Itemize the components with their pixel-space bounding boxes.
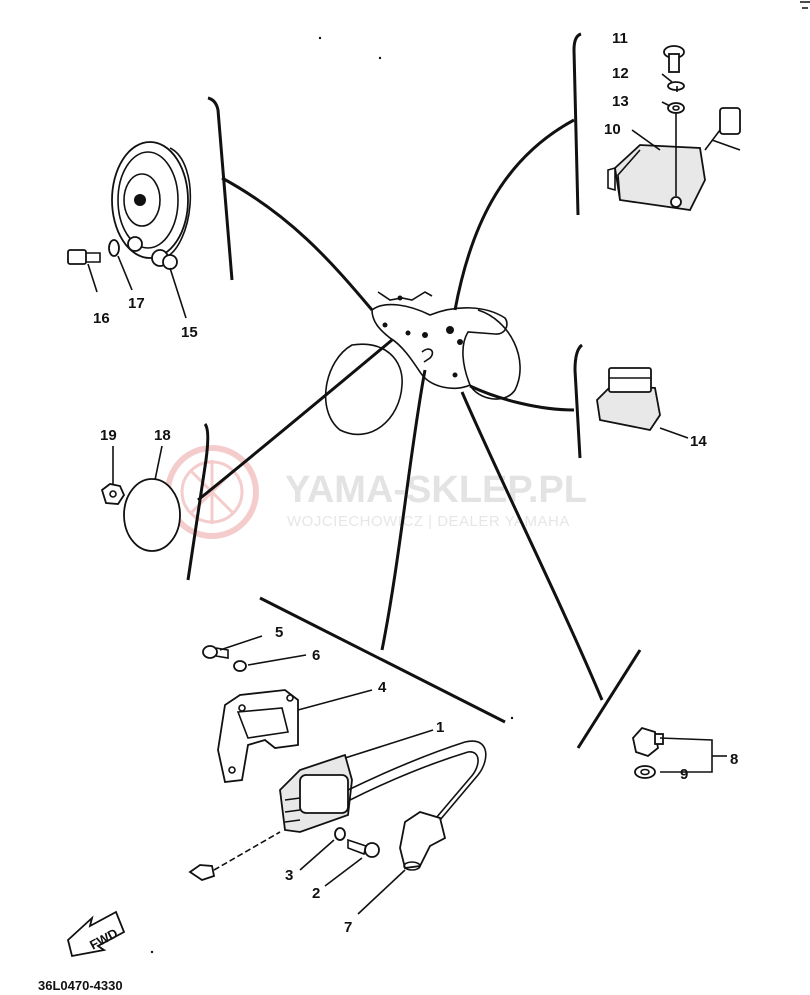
probe-icon	[188, 831, 281, 881]
spark-plug-cap-icon	[399, 811, 447, 871]
bolt-11-icon	[663, 45, 685, 73]
callout-8: 8	[730, 751, 738, 768]
bracket-4-icon	[217, 689, 299, 783]
callout-17: 17	[128, 295, 145, 312]
washer-6-icon	[233, 660, 247, 672]
callout-leaders	[87, 73, 727, 915]
washer-9-icon	[634, 765, 656, 779]
callout-14: 14	[690, 433, 707, 450]
callout-11: 11	[612, 30, 628, 47]
callout-10: 10	[604, 121, 621, 138]
watermark-title: YAMA-SKLEP.PL	[285, 469, 587, 511]
washer-12-icon	[667, 81, 685, 91]
diagram-code: 36L0470-4330	[38, 978, 123, 993]
callout-12: 12	[612, 65, 629, 82]
callout-5: 5	[275, 624, 283, 641]
horn-icon	[111, 141, 192, 270]
bolt-16-icon	[67, 249, 101, 265]
washer-17-icon	[108, 239, 120, 257]
callout-1: 1	[436, 719, 444, 736]
callout-16: 16	[93, 310, 110, 327]
callout-18: 18	[154, 427, 171, 444]
callout-2: 2	[312, 885, 320, 902]
nut-19-icon	[100, 483, 126, 505]
washer-3-icon	[334, 827, 346, 841]
screw-2-icon	[347, 838, 380, 858]
callout-19: 19	[100, 427, 117, 444]
relay-unit-icon	[607, 107, 741, 211]
washer-13-icon	[667, 102, 685, 114]
callout-3: 3	[285, 867, 293, 884]
callout-15: 15	[181, 324, 198, 341]
leader-lines	[197, 118, 604, 701]
group-brackets	[186, 32, 642, 749]
fwd-arrow-icon: FWD	[66, 910, 126, 958]
stray-marks	[150, 1, 810, 954]
callout-numbers: 16 17 15 11 12 13 10 14 19 18 5 6 4 1 3 …	[93, 30, 738, 936]
callout-7: 7	[344, 919, 352, 936]
motorcycle-outline	[324, 291, 521, 436]
flasher-relay-icon	[596, 367, 661, 432]
watermark-logo-icon	[165, 445, 259, 539]
cap-18-icon	[123, 478, 181, 552]
callout-4: 4	[378, 679, 387, 696]
watermark-subtitle: WOJCIECHOWICZ | DEALER YAMAHA	[287, 513, 570, 530]
callout-6: 6	[312, 647, 320, 664]
switch-8-icon	[632, 726, 664, 758]
callout-9: 9	[680, 766, 688, 783]
ignition-coil-icon	[279, 740, 487, 833]
callout-13: 13	[612, 93, 629, 110]
watermark: YAMA-SKLEP.PL WOJCIECHOWICZ | DEALER YAM…	[165, 445, 587, 539]
